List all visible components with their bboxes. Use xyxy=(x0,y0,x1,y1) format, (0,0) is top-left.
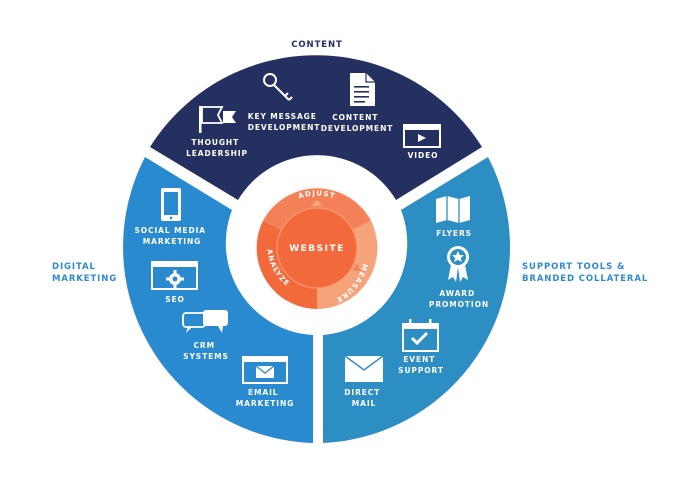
folded-map-icon xyxy=(436,196,470,223)
chat-bubbles-icon xyxy=(182,310,228,333)
envelope-icon xyxy=(344,355,384,382)
thought-leadership-label: THOUGHT LEADERSHIP xyxy=(186,138,248,158)
email-label: EMAIL MARKETING xyxy=(236,388,294,408)
content-section-label: CONTENT xyxy=(291,40,342,50)
smartphone-icon xyxy=(161,188,181,221)
adjust-label: ADJUST xyxy=(297,189,336,200)
website-title: WEBSITE xyxy=(289,244,345,254)
website-core xyxy=(277,208,357,288)
browser-envelope-icon xyxy=(242,356,288,384)
event-label: EVENT SUPPORT xyxy=(398,355,444,375)
direct-mail-label: DIRECT MAIL xyxy=(344,388,383,408)
digital-marketing-label: DIGITAL MARKETING xyxy=(52,262,117,284)
award-label: AWARD PROMOTION xyxy=(429,289,489,309)
calendar-check-icon xyxy=(402,319,439,352)
content-section xyxy=(150,55,482,200)
seo-label: SEO xyxy=(165,295,185,304)
social-media-label: SOCIAL MEDIA MARKETING xyxy=(135,226,210,246)
crm-label: CRM SYSTEMS xyxy=(183,341,229,361)
ring-arrow-right xyxy=(352,263,362,271)
ring-arrow-left xyxy=(272,263,282,271)
support-tools-label: SUPPORT TOOLS & BRANDED COLLATERAL xyxy=(522,262,648,284)
video-player-icon xyxy=(403,124,441,148)
flag-icon xyxy=(199,106,236,133)
award-ribbon-icon xyxy=(447,246,469,282)
document-icon xyxy=(350,73,375,106)
content-development-label: CONTENT DEVELOPMENT xyxy=(321,113,394,133)
key-message-label: KEY MESSAGE DEVELOPMENT xyxy=(248,112,321,132)
key-icon xyxy=(263,73,293,101)
flyers-label: FLYERS xyxy=(436,229,472,238)
ring-arrow-top xyxy=(311,200,323,206)
browser-gear-icon xyxy=(151,261,198,290)
video-label: VIDEO xyxy=(408,151,439,160)
